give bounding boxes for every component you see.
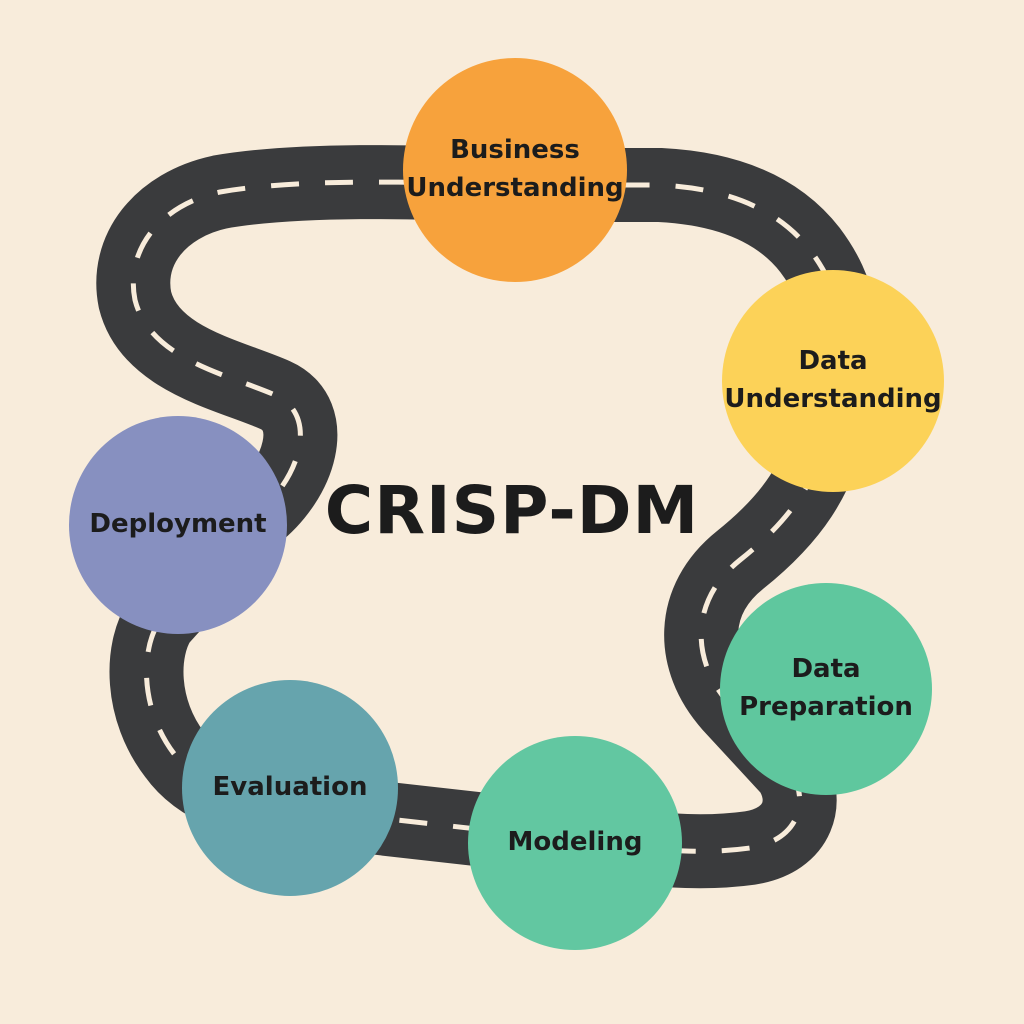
diagram-title: CRISP-DM <box>324 471 700 549</box>
phase-label-line: Evaluation <box>212 772 368 803</box>
phase-evaluation: Evaluation <box>182 680 398 896</box>
phase-label-container: Modeling <box>508 824 643 862</box>
phase-business-understanding: Business Understanding <box>403 58 627 282</box>
phase-label-line: Business <box>450 135 580 166</box>
phase-label-container: Deployment <box>89 506 266 544</box>
phase-label-line: Data <box>798 346 868 377</box>
phase-data-understanding: Data Understanding <box>722 270 944 492</box>
phase-label-container: Evaluation <box>213 769 368 807</box>
phase-label-line: Modeling <box>507 827 643 858</box>
phase-label-container: Data Understanding <box>724 343 941 418</box>
phase-label-container: Data Preparation <box>739 651 913 726</box>
phase-data-preparation: Data Preparation <box>720 583 932 795</box>
phase-label-container: Business Understanding <box>406 132 623 207</box>
phase-label-line: Understanding <box>406 173 624 203</box>
phase-label-line: Deployment <box>89 509 267 540</box>
phase-label-line: Data <box>791 654 861 685</box>
phase-modeling: Modeling <box>468 736 682 950</box>
phase-label-line: Preparation <box>739 692 913 722</box>
phase-deployment: Deployment <box>69 416 287 634</box>
phase-label-line: Understanding <box>724 384 942 414</box>
